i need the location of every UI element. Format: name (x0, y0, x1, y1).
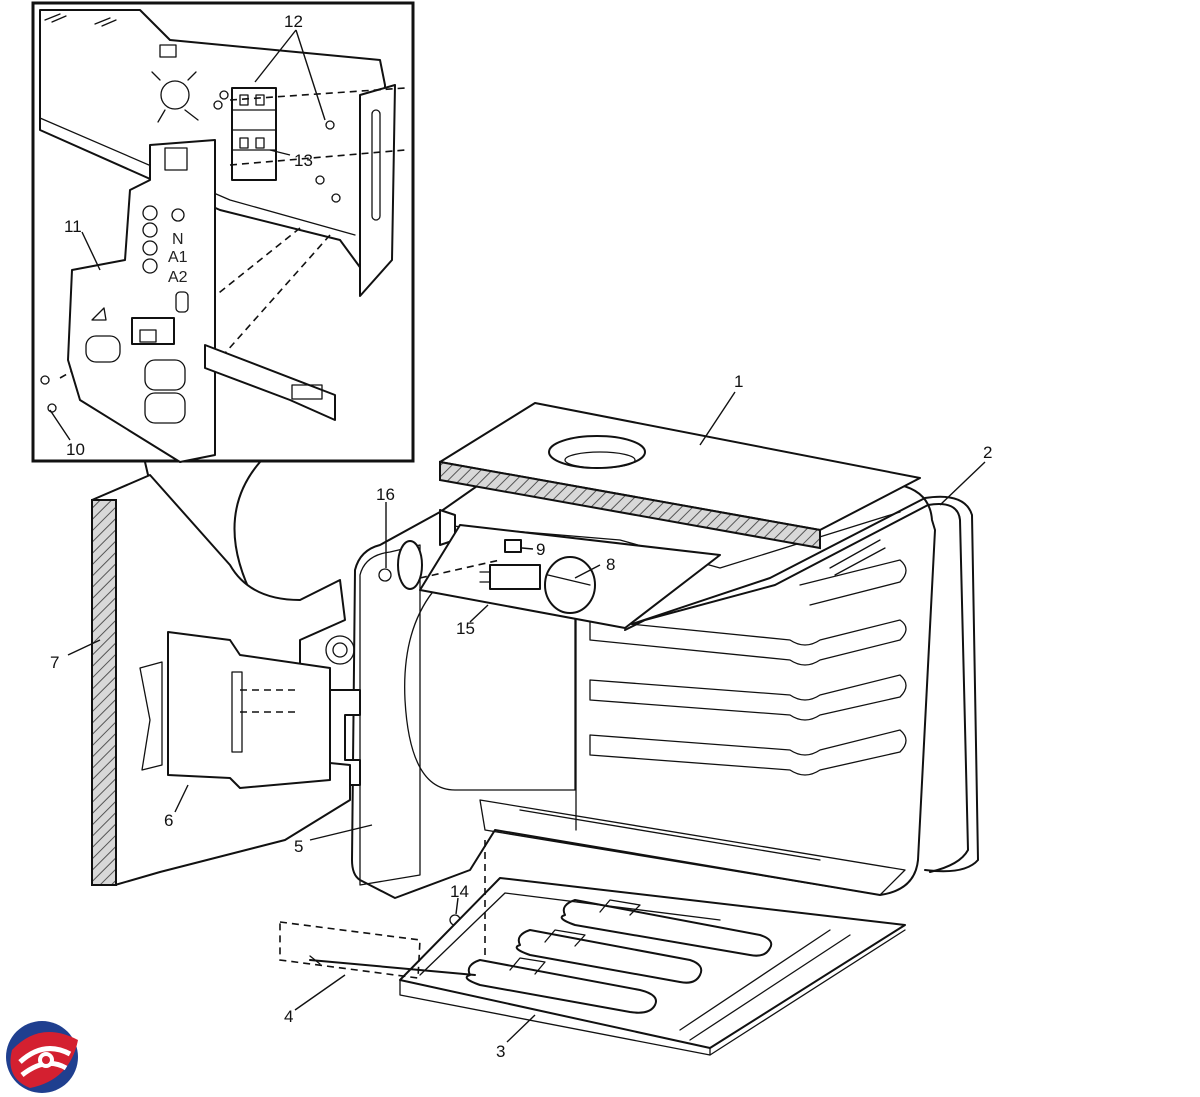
callout-1: 1 (734, 372, 743, 391)
callout-12: 12 (284, 12, 303, 31)
base-heating-element (279, 840, 906, 1056)
callout-8: 8 (606, 555, 615, 574)
callout-9: 9 (536, 540, 545, 559)
side-bracket (139, 631, 331, 789)
oven-cavity (284, 469, 936, 941)
callout-7: 7 (50, 653, 59, 672)
callout-13: 13 (294, 151, 313, 170)
terminal-block (231, 87, 277, 181)
callout-16: 16 (376, 485, 395, 504)
lamp-assembly (397, 524, 721, 629)
callout-11: 11 (64, 217, 82, 236)
detail-inset: N A1 A2 (31, 1, 415, 613)
callout-14: 14 (450, 882, 469, 901)
callout-6: 6 (164, 811, 173, 830)
top-insulation (439, 402, 921, 550)
callout-4: 4 (284, 1007, 293, 1026)
terminal-cover-panel: N A1 A2 (67, 139, 336, 463)
callout-3: 3 (496, 1042, 505, 1061)
terminal-label-n: N (172, 231, 184, 248)
door-seal (624, 495, 979, 873)
callout-labels: 1 2 3 4 5 6 7 8 9 10 11 12 13 14 15 16 (50, 12, 992, 1061)
callout-10: 10 (66, 440, 85, 459)
callout-15: 15 (456, 619, 475, 638)
leader-lines (67, 391, 986, 1043)
terminal-label-a2: A2 (168, 269, 188, 286)
callout-5: 5 (294, 837, 303, 856)
callout-2: 2 (983, 443, 992, 462)
terminal-label-a1: A1 (168, 249, 188, 266)
brand-logo (6, 1021, 78, 1093)
